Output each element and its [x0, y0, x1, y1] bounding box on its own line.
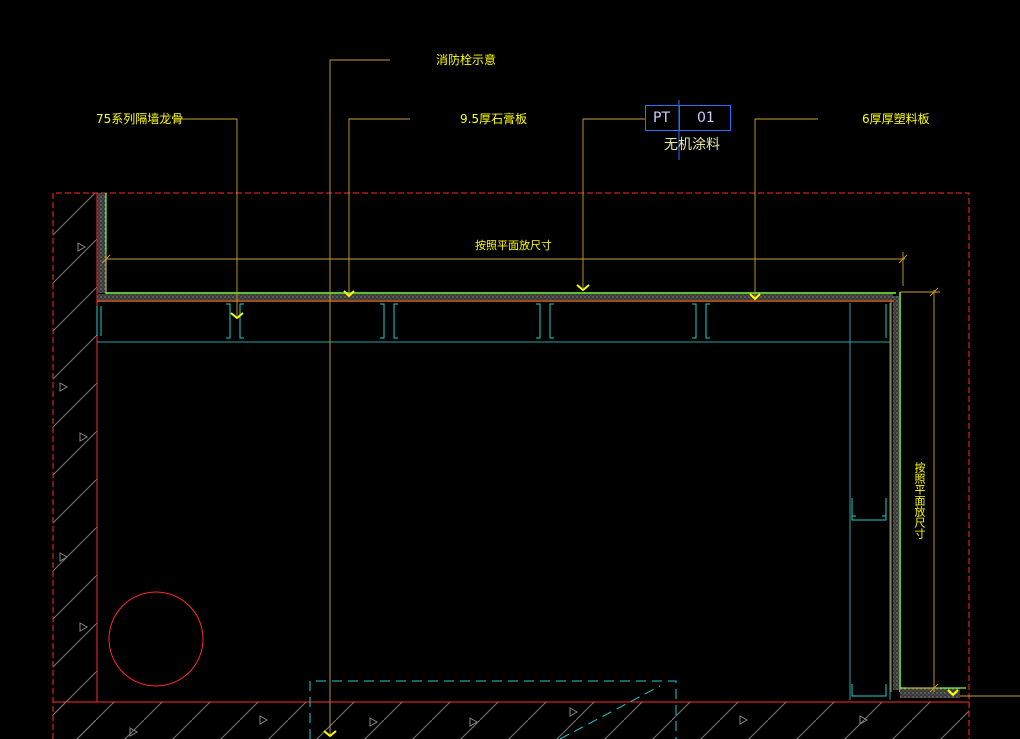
dimension-vertical: [900, 287, 1020, 697]
label-dim-horizontal: 按照平面放尺寸: [475, 239, 552, 252]
right-finish-layers: [890, 292, 966, 698]
label-gypsum: 9.5厚石膏板: [460, 112, 528, 126]
leader-arrows: [230, 284, 959, 738]
dimension-horizontal: [101, 252, 908, 292]
left-wall-finish: [97, 193, 107, 296]
label-fire-hydrant: 消防栓示意: [436, 53, 497, 67]
red-boundary: [52, 192, 970, 739]
label-dim-vertical: 按照平面放尺寸: [913, 462, 926, 539]
fire-hydrant-outline: [309, 680, 677, 739]
label-stud: 75系列隔墙龙骨: [96, 112, 184, 126]
paint-tag-code: PT: [653, 110, 670, 126]
paint-tag-number: 01: [697, 110, 715, 126]
label-paint-name: 无机涂料: [664, 137, 720, 153]
leader-lines: [175, 59, 818, 735]
pipe-circle: [108, 591, 204, 687]
hatched-wall-left: [53, 193, 97, 739]
top-finish-layers: [97, 292, 896, 302]
hatched-slab-bottom: [53, 702, 969, 739]
label-plastic-board: 6厚厚塑料板: [862, 112, 930, 126]
paint-tag-box: [645, 105, 731, 131]
stud-frame: [96, 303, 891, 700]
paint-tag-divider: [679, 105, 680, 131]
